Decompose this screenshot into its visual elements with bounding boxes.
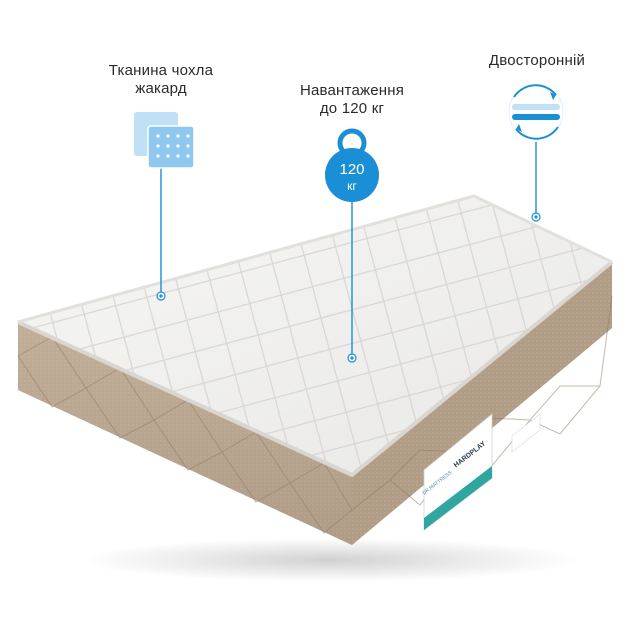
weight-value: 120	[339, 161, 364, 178]
sides-callout	[531, 142, 541, 222]
product-tag: DR.MATTRESS HARDPLAY	[422, 413, 493, 531]
load-label-line1: Навантаження	[299, 82, 405, 99]
fabric-label-line2: жакард	[135, 80, 187, 97]
floor-shadow	[80, 538, 580, 582]
mattress-right-side	[352, 262, 612, 545]
sides-label: Двосторонній	[488, 52, 586, 69]
sides-feature-label: Двосторонній	[462, 52, 612, 70]
weight-unit: кг	[347, 179, 357, 193]
fabric-label-line1: Тканина чохла	[108, 62, 214, 79]
load-feature-label: Навантаження до 120 кг	[282, 82, 422, 118]
fabric-callout	[156, 150, 166, 301]
load-label-line2: до 120 кг	[319, 100, 385, 117]
weight-icon: 120 кг	[325, 128, 379, 202]
mattress: DR.MATTRESS HARDPLAY	[17, 194, 614, 545]
fabric-jacquard-icon	[134, 112, 195, 169]
load-callout	[347, 200, 357, 363]
corner-brand-label	[511, 413, 541, 453]
flip-arrows-icon	[508, 84, 564, 140]
fabric-feature-label: Тканина чохла жакард	[86, 62, 236, 98]
